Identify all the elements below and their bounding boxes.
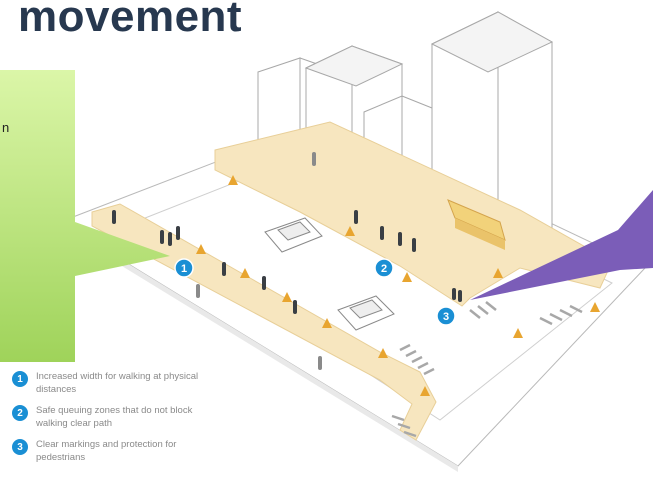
pedestrians: [112, 152, 462, 370]
legend-text-2: Safe queuing zones that do not block wal…: [36, 405, 193, 429]
legend-badge-1: 1: [12, 371, 28, 387]
svg-text:3: 3: [443, 311, 449, 323]
green-callout: [0, 70, 170, 362]
purple-callout: [470, 190, 653, 300]
callout-text: n: [2, 120, 10, 135]
marker-1: 1: [174, 258, 194, 278]
crosswalks: [391, 301, 583, 438]
marker-2: 2: [374, 258, 394, 278]
svg-text:2: 2: [381, 263, 387, 275]
car-2: [337, 295, 395, 331]
upper-walking-path: [214, 121, 613, 307]
legend-text-3: Clear markings and protection for pedest…: [36, 439, 177, 463]
legend-item-1: 1 Increased width for walking at physica…: [12, 370, 212, 396]
svg-text:1: 1: [181, 263, 187, 275]
legend-badge-2: 2: [12, 405, 28, 421]
awning: [447, 199, 506, 250]
legend-text-1: Increased width for walking at physical …: [36, 371, 199, 395]
marker-3: 3: [436, 306, 456, 326]
legend-item-3: 3 Clear markings and protection for pede…: [12, 438, 212, 464]
car-1: [264, 217, 323, 253]
page-title: movement: [18, 0, 243, 41]
traffic-cones: [196, 175, 600, 396]
legend: 1 Increased width for walking at physica…: [12, 370, 212, 472]
legend-item-2: 2 Safe queuing zones that do not block w…: [12, 404, 212, 430]
legend-badge-3: 3: [12, 439, 28, 455]
